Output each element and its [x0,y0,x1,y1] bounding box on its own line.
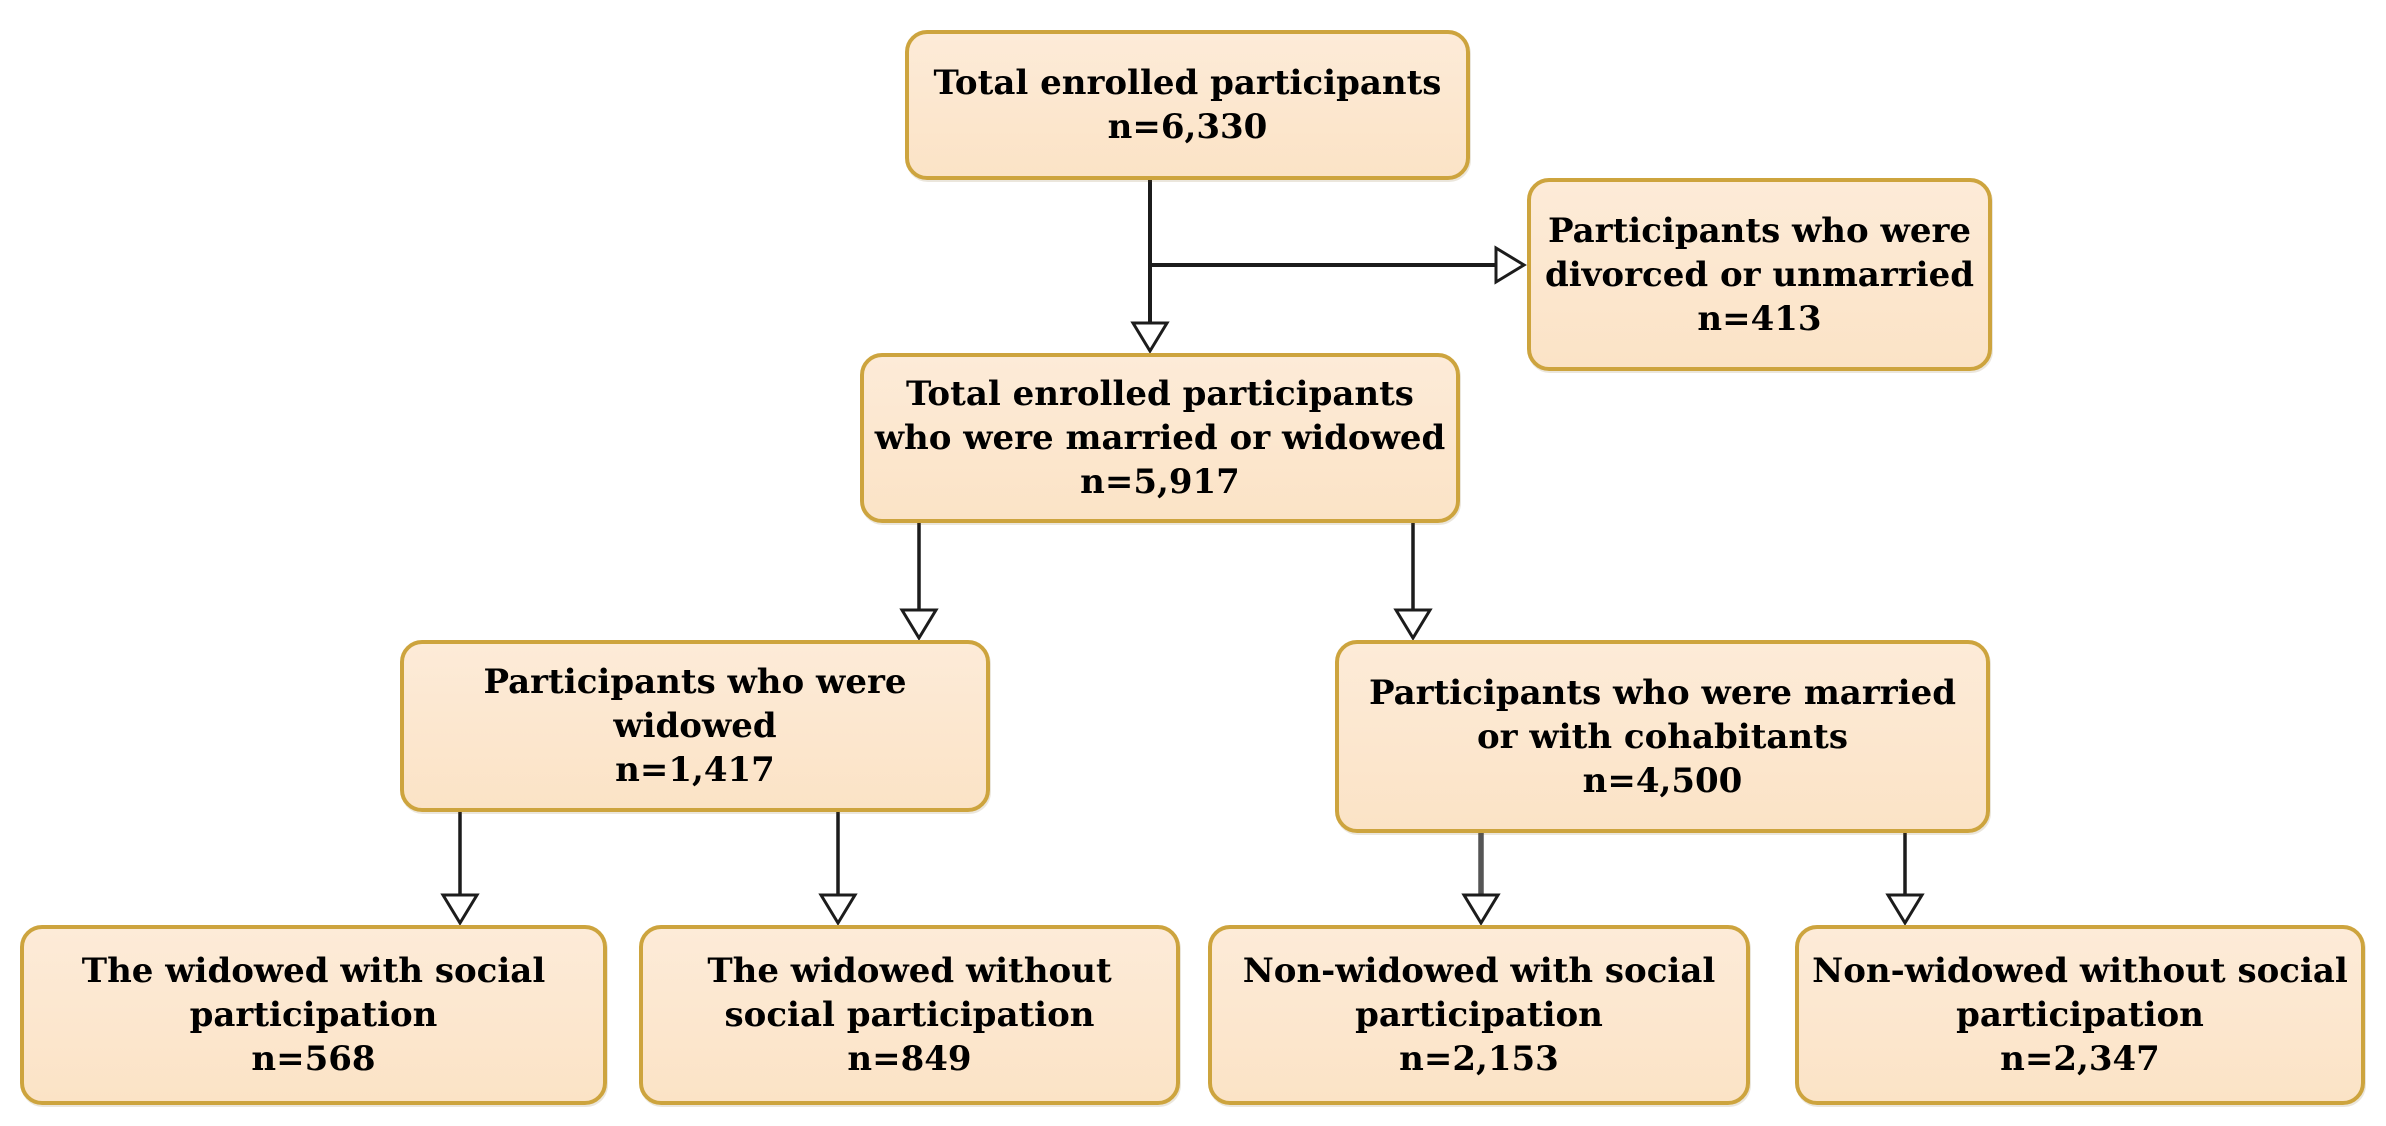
node-count: n=413 [1697,298,1822,339]
node-divorced-unmarried: Participants who were divorced or unmarr… [1527,178,1992,371]
arrow-to-nonwidowed-without-sp [1885,833,1925,926]
arrow-total-to-married-widowed [1130,180,1170,354]
node-count: n=849 [847,1039,972,1079]
node-count: n=2,347 [2000,1039,2160,1079]
node-count: n=4,500 [1582,760,1743,801]
node-nonwidowed-with-sp: Non-widowed with social participation n=… [1208,925,1750,1105]
node-married-cohabitants: Participants who were married or with co… [1335,640,1990,833]
node-label: The widowed with social participation [81,951,546,1035]
node-married-or-widowed: Total enrolled participants who were mar… [860,353,1460,523]
arrow-to-widowed-with-sp [440,812,480,926]
arrow-to-married-cohabitants [1393,523,1433,641]
node-label: Total enrolled participants who were mar… [874,374,1446,458]
node-nonwidowed-without-sp: Non-widowed without social participation… [1795,925,2365,1105]
node-widowed: Participants who were widowed n=1,417 [400,640,990,812]
node-label: Participants who were widowed [483,662,907,746]
node-label: Non-widowed without social participation [1812,951,2348,1035]
node-count: n=6,330 [1107,107,1268,147]
node-count: n=5,917 [1080,462,1240,502]
node-count: n=568 [251,1039,376,1079]
arrow-to-nonwidowed-with-sp [1461,833,1501,926]
node-total-enrolled: Total enrolled participants n=6,330 [905,30,1470,180]
node-label: Participants who were married or with co… [1369,672,1956,757]
node-label: Non-widowed with social participation [1242,951,1716,1035]
node-widowed-with-sp: The widowed with social participation n=… [20,925,607,1105]
arrow-total-to-divorced [1150,245,1527,285]
arrow-to-widowed-without-sp [818,812,858,926]
node-label: The widowed without social participation [707,951,1112,1035]
node-label: Total enrolled participants [933,63,1442,103]
arrow-to-widowed [899,523,939,641]
node-count: n=2,153 [1399,1039,1559,1079]
node-label: Participants who were divorced or unmarr… [1544,210,1974,295]
node-widowed-without-sp: The widowed without social participation… [639,925,1180,1105]
node-count: n=1,417 [615,750,775,790]
